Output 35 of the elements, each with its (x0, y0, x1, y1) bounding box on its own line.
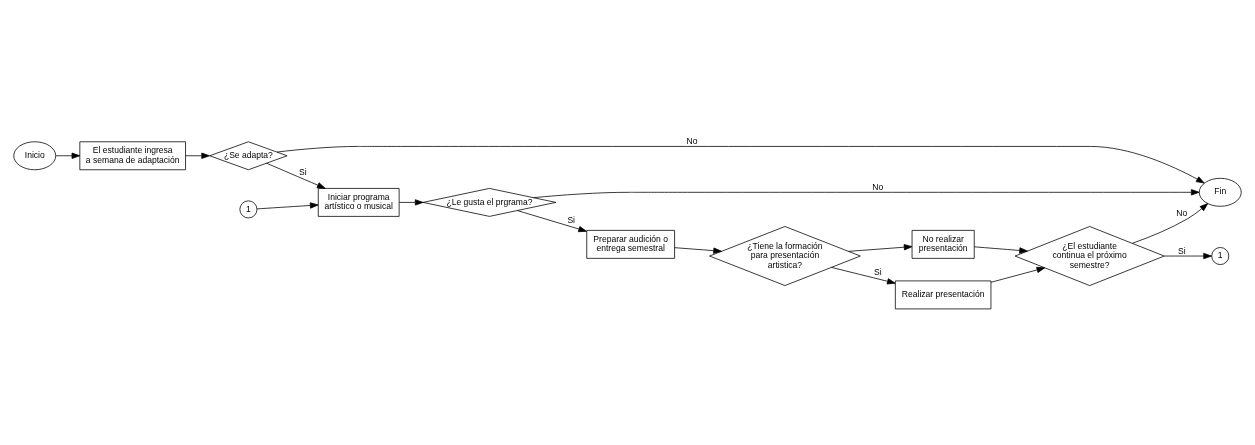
node-diamond: ¿El estudiante continua el próximo semestre? (1014, 225, 1165, 286)
arrow (185, 152, 210, 159)
node-diamond: ¿Tiene la formación para presentación artistica? (709, 225, 861, 286)
node-box: Preparar audición o entrega semestral (586, 229, 675, 259)
arrow (674, 246, 722, 254)
arrow (973, 245, 1028, 254)
node-box: No realizar presentación (911, 229, 975, 259)
edge-label: Si (1177, 245, 1186, 256)
arrow (848, 243, 913, 252)
edge-label: No (1176, 207, 1188, 218)
arrow (266, 162, 326, 189)
edge-label: Si (874, 266, 882, 277)
arrow (533, 188, 1200, 198)
node-ellipse: Fin (1198, 177, 1242, 207)
arrow (55, 152, 81, 159)
node-box: El estudiante ingresa a semana de adaptación (79, 140, 186, 170)
arrow (1132, 202, 1209, 244)
edge-label: No (872, 181, 884, 192)
arrow (990, 266, 1046, 283)
edge-label: No (686, 135, 698, 146)
node-circle: 1 (1211, 246, 1230, 265)
arrow (517, 209, 587, 232)
node-box: Realizar presentación (894, 280, 992, 309)
node-diamond: ¿Le gusta el prgrama? (422, 187, 557, 217)
node-ellipse: Inicio (13, 140, 57, 170)
node-diamond: ¿Se adapta? (209, 140, 288, 170)
arrow (276, 145, 1205, 183)
node-box: Iniciar programa artístico o musical (317, 187, 400, 217)
arrow (1164, 252, 1212, 259)
arrow (831, 266, 896, 284)
node-circle: 1 (239, 199, 258, 218)
arrow (256, 201, 319, 209)
edge-label: Si (567, 214, 576, 225)
edge-label: Si (298, 166, 307, 177)
arrow (398, 198, 424, 205)
